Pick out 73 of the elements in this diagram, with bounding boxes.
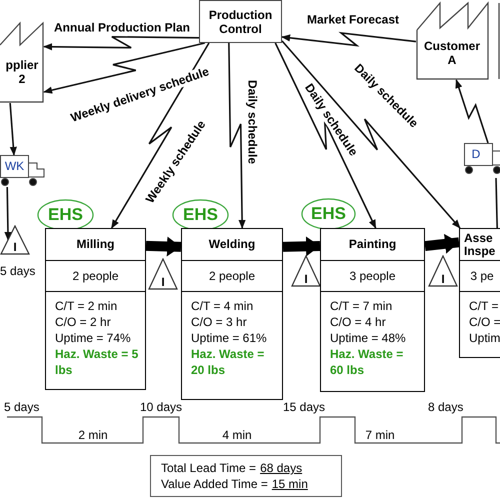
process-name: Painting (348, 238, 396, 251)
information-flow-arrow (110, 42, 210, 229)
timeline-label: 8 days (428, 400, 464, 414)
information-flow-arrow (274, 42, 376, 229)
inventory-triangle (291, 255, 321, 287)
timeline-label: 2 min (78, 428, 108, 442)
edge-label: Annual Production Plan (53, 22, 191, 34)
information-flow-arrow (281, 40, 461, 229)
information-flow-arrow (43, 36, 199, 50)
truck-label: D (472, 147, 480, 161)
hazardous-waste-text: Haz. Waste = 60 lbs (330, 346, 404, 378)
ehs-label: EHS (48, 206, 83, 224)
process-metric: C/T = 4 min (191, 298, 254, 314)
factory-label: Customer A (422, 39, 481, 67)
process-metric: C/O = 3 hr (191, 314, 248, 330)
ehs-ellipse (301, 198, 356, 230)
inventory-label: I (304, 272, 308, 286)
process-metric: Uptime = 74% (55, 330, 132, 346)
edge-label: Daily schedule (246, 78, 258, 166)
information-flow-arrow (228, 42, 246, 229)
process-name: Welding (208, 238, 256, 251)
edge-label: Market Forecast (306, 14, 400, 26)
ehs-label: EHS (183, 206, 218, 224)
arrow (9, 102, 17, 156)
summary-text: Total Lead Time = (161, 460, 256, 476)
inventory-label: I (161, 275, 165, 289)
timeline-label: 15 days (283, 400, 326, 414)
inventory-triangle (148, 258, 178, 290)
process-name: Asse Inspe (464, 232, 496, 258)
process-box (181, 228, 283, 400)
push-arrow (424, 236, 460, 251)
inventory-triangle (428, 255, 458, 287)
timeline-label: 5 days (4, 400, 40, 414)
information-flow-arrow (43, 42, 205, 94)
operator-count: 3 people (349, 268, 396, 285)
process-metric: C/T = 2 min (55, 298, 118, 314)
ehs-label: EHS (311, 205, 346, 223)
process-metric: C/O = (469, 314, 500, 330)
timeline-label: 4 min (222, 428, 252, 442)
inventory-label: I (441, 272, 445, 286)
factory-building (416, 0, 500, 80)
information-flow-arrow (281, 32, 416, 47)
timeline-label: 7 min (365, 428, 395, 442)
process-metric: Uptime = 48% (330, 330, 407, 346)
operator-count: 3 pe (470, 268, 494, 285)
lead-time-box (150, 455, 342, 497)
inventory-time: 5 days (0, 264, 36, 278)
factory-label: pplier 2 (3, 58, 41, 86)
inventory-triangle (0, 225, 30, 255)
arrow (4, 186, 12, 241)
process-box (320, 228, 425, 392)
information-flow-arrow (455, 79, 489, 144)
operator-count: 2 people (208, 268, 256, 285)
process-metric: C/O = 2 hr (55, 314, 112, 330)
summary-value: 68 days (260, 460, 302, 476)
process-metric: C/T = 7 min (330, 298, 394, 314)
process-metric: C/O = 4 hr (330, 314, 387, 330)
box-label: Production Control (208, 8, 274, 36)
process-metric: Uptim (469, 330, 500, 346)
summary-value: 15 min (272, 476, 308, 492)
inventory-label: I (13, 240, 17, 254)
hazardous-waste-text: Haz. Waste = 20 lbs (191, 346, 266, 378)
summary-text: Value Added Time = (161, 476, 268, 492)
process-box (45, 228, 146, 390)
push-arrow (146, 239, 182, 254)
push-arrow (282, 239, 320, 254)
timeline-label: 10 days (140, 400, 182, 414)
process-name: Milling (76, 238, 114, 251)
process-metric: Uptime = 61% (191, 330, 268, 346)
control-box (199, 0, 282, 43)
hazardous-waste-text: Haz. Waste = 5 lbs (55, 346, 140, 378)
operator-count: 2 people (72, 268, 119, 285)
process-metric: C/T = (469, 298, 500, 314)
